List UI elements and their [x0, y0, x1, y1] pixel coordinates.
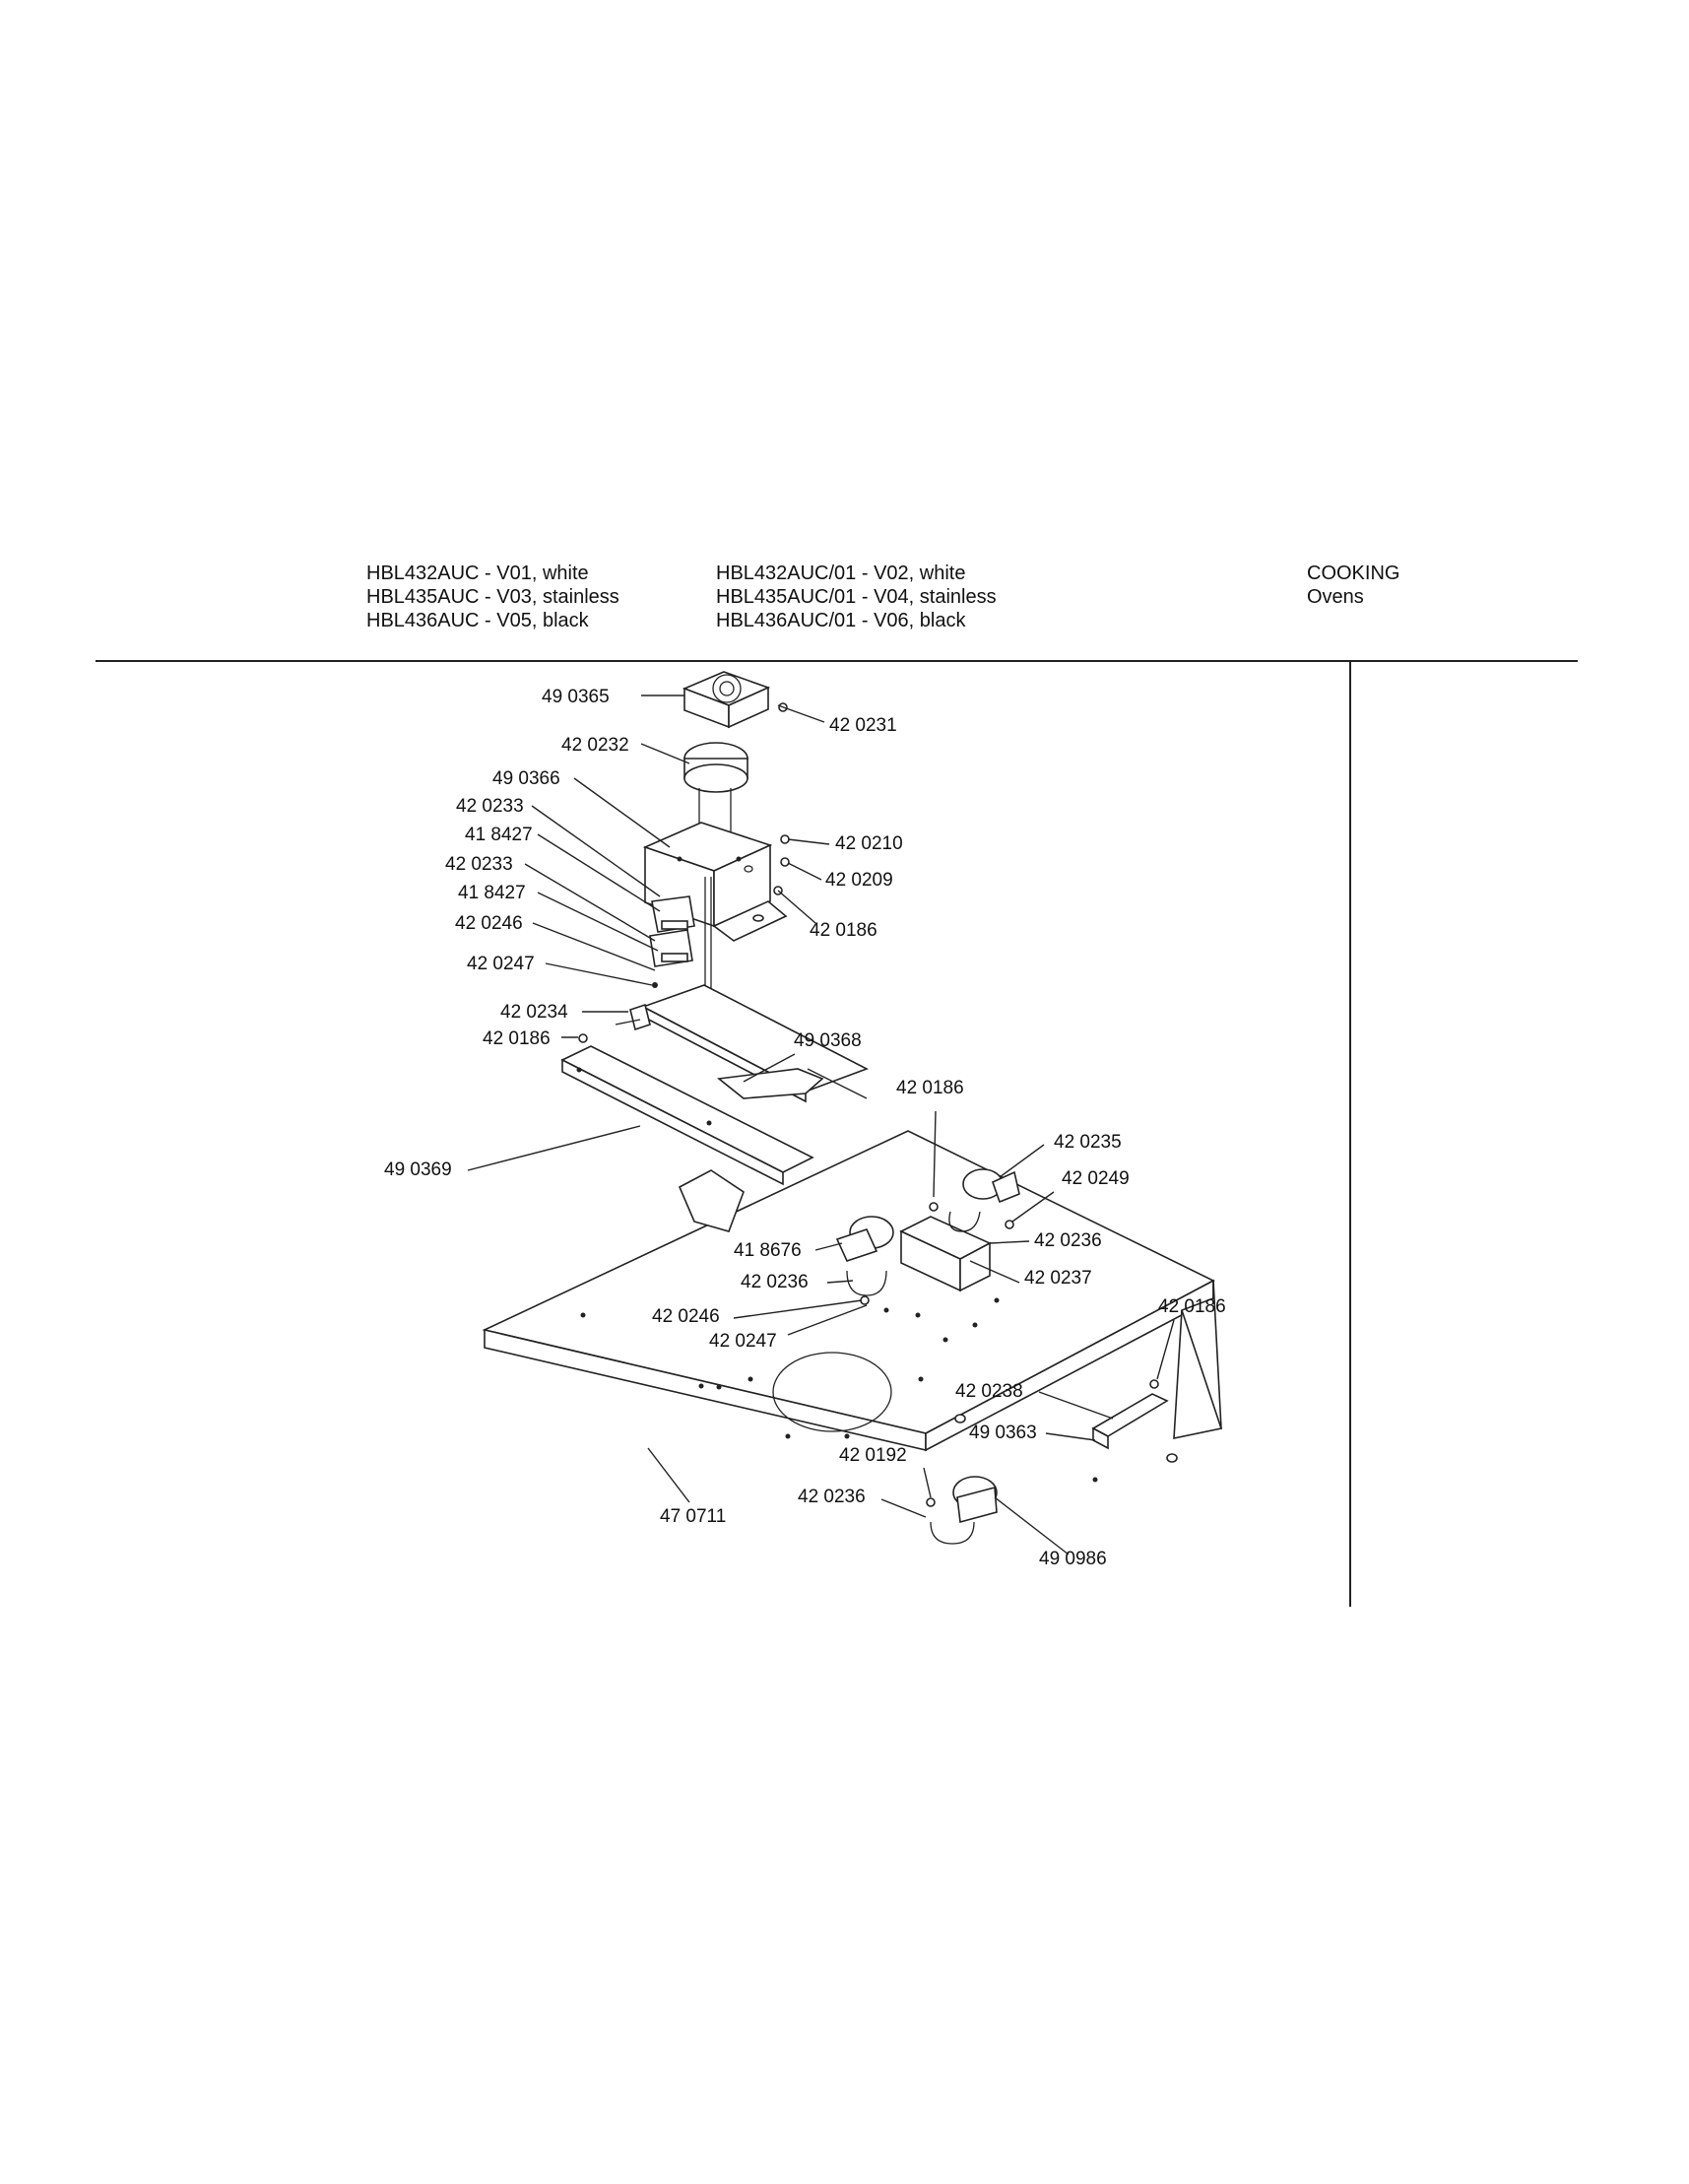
thermostat-right — [948, 1168, 1020, 1232]
part-label: 41 8427 — [458, 883, 526, 903]
part-label: 42 0247 — [467, 954, 535, 974]
part-label: 42 0249 — [1062, 1168, 1130, 1189]
part-label: 42 0233 — [456, 796, 524, 817]
part-label: 42 0186 — [483, 1028, 551, 1049]
rotisserie-frame — [629, 984, 869, 1103]
part-label: 42 0192 — [839, 1445, 907, 1466]
model-line: HBL432AUC - V01, white — [366, 563, 589, 584]
part-label: 49 0986 — [1039, 1549, 1107, 1569]
motor-bracket — [642, 822, 788, 942]
drive-shaft — [704, 877, 712, 990]
thermostat-bracket — [899, 1216, 992, 1292]
category-subtitle: Ovens — [1307, 586, 1364, 608]
fasteners — [578, 702, 1159, 1507]
thermostat-left — [835, 1216, 894, 1296]
header-divider — [96, 660, 1578, 662]
part-label: 49 0363 — [969, 1423, 1037, 1443]
support-bar — [560, 1045, 814, 1232]
part-label: 42 0236 — [798, 1487, 866, 1507]
part-label: 42 0236 — [741, 1272, 809, 1292]
part-label: 42 0246 — [652, 1306, 720, 1327]
part-label: 42 0210 — [835, 833, 903, 854]
part-label: 49 0366 — [492, 768, 560, 789]
category-block: COOKING Ovens — [1307, 562, 1399, 609]
part-label: 42 0209 — [825, 870, 893, 891]
part-label: 42 0235 — [1054, 1132, 1122, 1153]
part-label: 42 0246 — [455, 913, 523, 934]
part-label: 42 0237 — [1024, 1268, 1092, 1289]
model-line: HBL436AUC - V05, black — [366, 610, 589, 631]
part-label: 49 0368 — [794, 1030, 862, 1051]
sensor-bracket — [1091, 1393, 1169, 1450]
motor-assembly — [682, 671, 771, 839]
part-label: 42 0238 — [955, 1381, 1023, 1402]
part-label: 49 0369 — [384, 1159, 452, 1180]
margin-divider — [1349, 661, 1351, 1607]
part-label: 47 0711 — [660, 1506, 726, 1527]
part-label: 49 0365 — [542, 687, 610, 707]
category-title: COOKING — [1307, 563, 1400, 584]
model-line: HBL435AUC/01 - V04, stainless — [716, 586, 997, 608]
part-label: 42 0186 — [1158, 1296, 1226, 1317]
model-list-left: HBL432AUC - V01, white HBL435AUC - V03, … — [366, 562, 619, 632]
model-line: HBL435AUC - V03, stainless — [366, 586, 619, 608]
leader-lines — [467, 695, 1175, 1555]
part-labels: 49 0365 42 0231 42 0232 49 0366 42 0233 … — [384, 687, 1226, 1569]
part-label: 41 8676 — [734, 1240, 802, 1261]
model-line: HBL436AUC/01 - V06, black — [716, 610, 966, 631]
part-label: 42 0186 — [896, 1078, 964, 1098]
part-label: 42 0231 — [829, 715, 897, 736]
thermostat-front — [930, 1476, 998, 1545]
part-label: 42 0234 — [500, 1002, 568, 1023]
model-list-right: HBL432AUC/01 - V02, white HBL435AUC/01 -… — [716, 562, 997, 632]
part-label: 42 0233 — [445, 854, 513, 875]
part-label: 41 8427 — [465, 825, 533, 845]
part-label: 42 0236 — [1034, 1230, 1102, 1251]
model-line: HBL432AUC/01 - V02, white — [716, 563, 966, 584]
part-label: 42 0247 — [709, 1331, 777, 1352]
switch-stack — [649, 895, 695, 988]
part-label: 42 0232 — [561, 735, 629, 756]
part-label: 42 0186 — [810, 920, 877, 941]
